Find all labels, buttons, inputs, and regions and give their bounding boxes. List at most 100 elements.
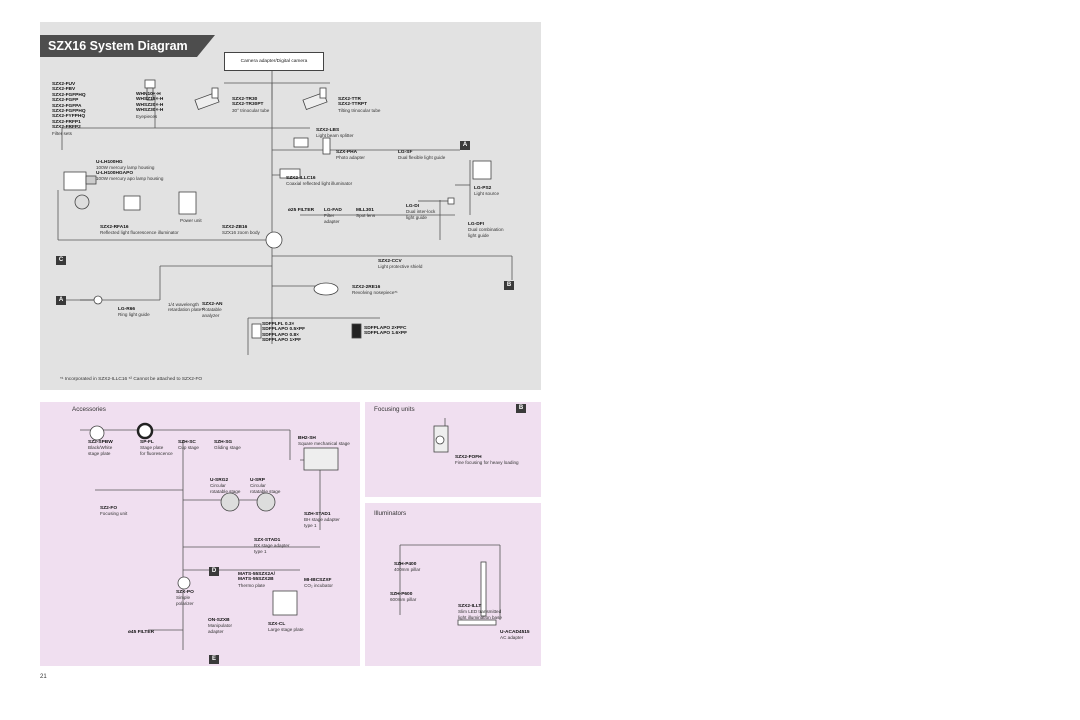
dual-interlock-guide-label: LG-DI Dual inter-lock light guide [406,204,436,220]
square-mechanical-stage-label: BH2-SH Square mechanical stage [298,436,350,447]
polarizer-icon [177,576,191,590]
badge-a: A [460,141,470,150]
filter-code: SZX2-FGFP [52,98,79,104]
tilting-tube-icon [302,87,328,110]
rotatable-analyzer-label: SZX2-AN Rotatable analyzer [202,302,223,318]
accessories-heading: Accessories [72,406,106,413]
ring-light-guide-label: LG-R66 Ring light guide [118,307,150,318]
badge-c: C [56,256,66,265]
simple-polarizer-label: SZX-PO Simple polarizer [176,590,194,606]
revolving-nosepiece-label: SZX2-2RE16 Revolving nosepiece*¹ [352,285,398,296]
mechanical-stage-icon [303,447,339,471]
circular-stage-srg2-label: U-SRG2 Circular rotatable stage [210,478,241,494]
apo-lamp-housing-icon [123,195,141,211]
lamp-housing-label: U-LH100HG 100W mercury lamp housing U-LH… [96,160,164,182]
manipulator-adapter-label: ON-SZXB Manipulator adapter [208,618,233,634]
badge-e: E [209,655,219,664]
trinocular-tube-icon [194,87,220,110]
led-base-icon [457,619,497,626]
page-number: 21 [40,674,47,680]
objectives-right-list: SDFPLAPO 2×PFC SDFPLAPO 1.6×PF [364,326,408,337]
badge-b: B [504,281,514,290]
bx-stage-adapter-label: SZX-STAD1 BX stage adapter type 1 [254,538,290,554]
large-stage-plate-label: SZX-CL Large stage plate [268,622,304,633]
ac-adapter-label: U-ACAD4515 AC adapter [500,630,530,641]
circular-stage-srp-label: U-SRP Circular rotatable stage [250,478,281,494]
light-beam-splitter-label: SZX2-LBS Light beam splitter [316,128,354,139]
filter-code: SZX2-FYFPHQ [52,114,86,120]
filter-code: SZX2-FGFPHQ [52,92,86,98]
retardation-plate-label: 1/4 wavelength retardation plate*² [168,302,205,313]
filter-adapter-label: LG-FAD Filter adapter [324,208,342,224]
bh-stage-adapter-label: SZH-STAD1 BH stage adapter type 1 [304,512,340,528]
filter-code: SZX2-FBV [52,87,76,93]
light-source-label: LG-PS2 Light source [474,186,500,197]
reflected-fluorescence-label: SZX2-RFA16 Reflected light fluorescence … [100,225,179,236]
trinocular-tube-label: SZX2-TR30 SZX2-TR30PT 30° trinocular tub… [232,97,270,113]
fine-focusing-label: SZX2-FOFH Fine focusing for heavy loadin… [455,455,519,466]
eyepieces-desc: Eyepieces [136,113,158,119]
camera-adapter-box: Camera adapter/Digital camera [224,52,324,71]
power-unit-icon [178,191,197,215]
light-source-icon [472,160,492,180]
accessories-panel [40,402,360,666]
filter-code: SZX2-FRFP2 [52,125,81,131]
filter-25-label: ø25 FILTER [288,208,315,213]
revolving-nosepiece-icon [313,282,339,296]
focusing-unit-label: SZ2-FO Focusing unit [100,506,128,517]
eyepiece-code: WHSZ15×-H [136,97,164,103]
beam-splitter-icon [293,137,309,148]
rotatable-stage-icon [256,492,276,512]
pillar-400-label: SZH-P400 400mm pillar [394,562,421,573]
eyepiece-code: WHSZ30×-H [136,108,164,114]
eyepiece-code: WHN10×-H [136,92,161,97]
thermo-plate-label: MATS-55SZX2A/ MATS-55SZX2B Thermo plate [238,572,275,588]
photo-adapter-label: SZX-PHA Photo adapter [336,150,365,161]
filter-code: SZX2-FGFPA [52,103,82,109]
illuminators-heading: Illuminators [374,510,407,517]
dual-flexible-guide-label: LG-SF Dual flexible light guide [398,150,446,161]
zoom-body-icon [265,231,283,249]
objective-left-icon [251,323,262,339]
dual-combination-guide-label: LG-DFI Dual combination light guide [468,222,504,238]
filter-sets-desc: Filter sets [52,130,72,136]
eyepieces-list: WHN10×-H WHSZ15×-H WHSZ20×-H WHSZ30×-H E… [136,92,163,119]
dual-interlock-guide-icon [418,197,455,205]
stage-plate-icon [89,425,105,441]
badge-d: D [209,567,219,576]
lamp-housing-icon [63,171,97,210]
led-base-label: SZX2-ILLT Slim LED transmitted light ill… [458,604,502,620]
diagram-title: SZX16 System Diagram [40,35,215,57]
coaxial-illuminator-label: SZX2-ILLC16 Coaxial reflected light illu… [286,176,353,187]
focusing-unit-icon [433,425,449,453]
focusing-units-heading: Focusing units [374,406,415,413]
filter-sets-list: SZX2-FUV SZX2-FBV SZX2-FGFPHQ SZX2-FGFP … [52,82,86,136]
objective-right-icon [351,323,362,339]
objectives-left-list: SDFPLFL 0.3× SDFPLAPO 0.5×PF SDFPLAPO 0.… [262,322,306,344]
stage-plate-bw-label: SZ2-SPBW Black/White stage plate [88,440,113,456]
footnote: *¹ Incorporated in SZX2-ILLC16 *² Cannot… [60,377,203,382]
pillar-icon [480,561,487,617]
spot-lens-label: MLL301 Spot lens [356,208,376,219]
filter-code: SZX2-FUV [52,82,76,87]
fluorescence-plate-label: SP-FL Stage plate for fluorescence [140,440,173,456]
tilting-tube-label: SZX2-TTR SZX2-TTRPT Tilting trinocular t… [338,97,381,113]
rotatable-stage-icon [220,492,240,512]
fluorescence-plate-icon [136,422,154,440]
badge-a: A [56,296,66,305]
filter-45-label: ø45 FILTER [128,630,155,635]
co2-incubator-label: MI-IBCSZXF CO₂ incubator [304,578,333,589]
filter-code: SZX2-FGFPHQ [52,109,86,115]
eyepiece-icon [144,79,156,101]
filter-code: SZX2-FRFP1 [52,119,81,125]
pillar-600-label: SZH-P600 600mm pillar [390,592,417,603]
photo-adapter-icon [322,137,331,155]
eyepiece-code: WHSZ20×-H [136,102,164,108]
gliding-stage-label: SZH-SG Gliding stage [214,440,241,451]
cup-stage-label: SZH-SC Cup stage [178,440,199,451]
title-tab-notch [197,35,215,57]
badge-b: B [516,404,526,413]
zoom-body-label: SZX2-ZB16 SZX16 zoom body [222,225,260,236]
ring-light-guide-icon [80,295,103,305]
